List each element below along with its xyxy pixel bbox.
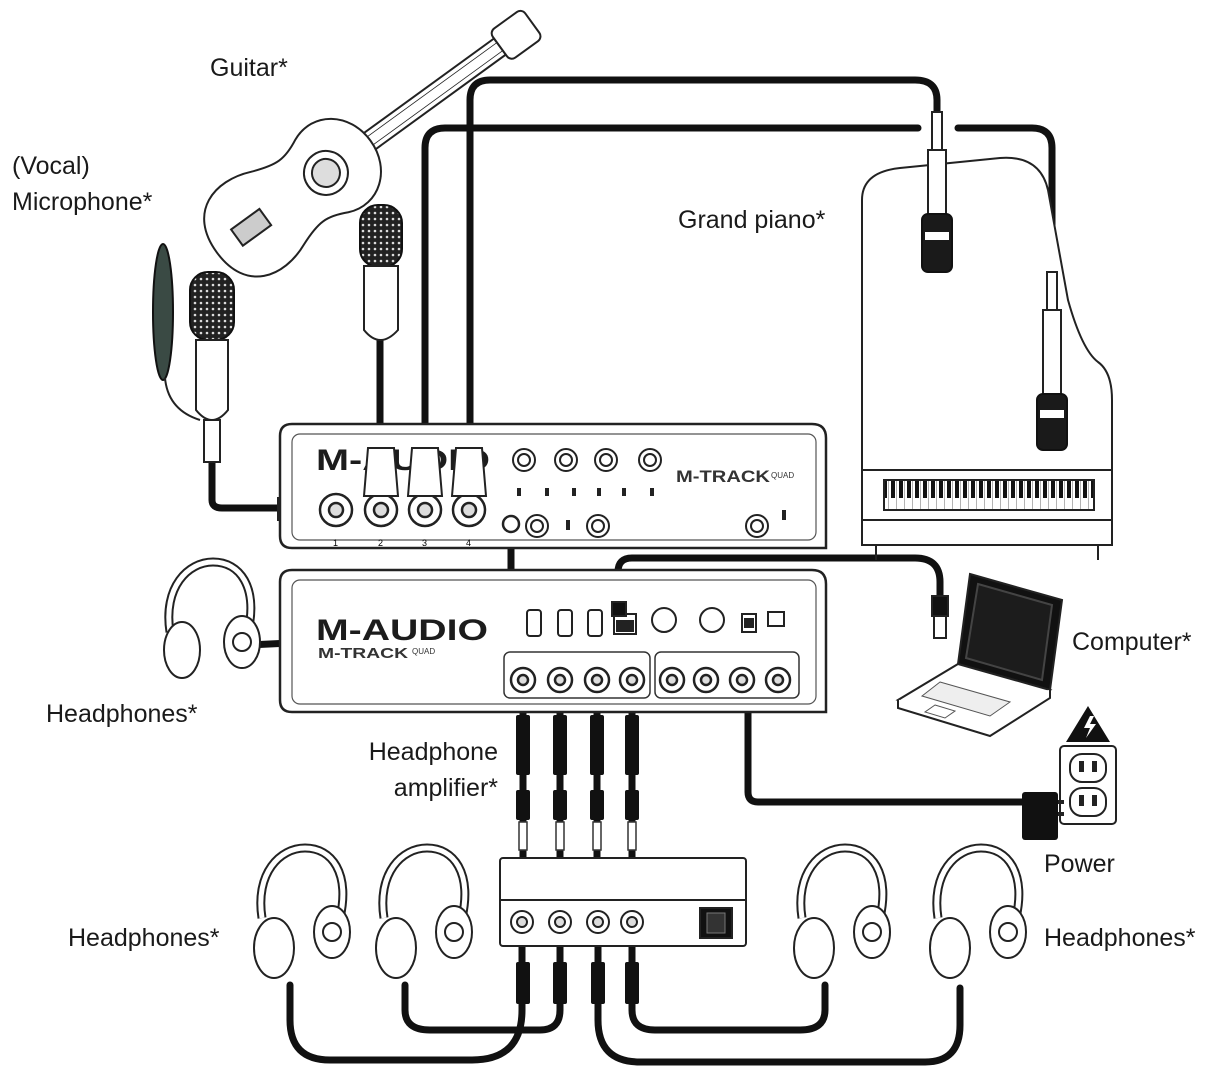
piano-mic-cable-a — [421, 124, 922, 452]
cable-plugs — [516, 715, 639, 1004]
top-unit-model: M-TRACK — [676, 467, 771, 486]
headphone-amp-label-line1: Headphone — [368, 738, 498, 766]
power-label: Power — [1044, 850, 1115, 878]
vocal-mic-cable — [208, 458, 304, 512]
power-outlet-icon — [1059, 745, 1117, 825]
computer-label: Computer* — [1072, 628, 1192, 656]
input-number-1: 1 — [333, 538, 338, 548]
amp-hp-cable-2 — [401, 936, 564, 1034]
headphones-icon — [253, 843, 351, 979]
headphone-amp-label-line2: amplifier* — [393, 774, 498, 802]
headphones-label-bottom-left: Headphones* — [68, 924, 220, 952]
usb-cable — [614, 554, 944, 616]
grand-piano-icon — [861, 156, 1113, 560]
headphones-icon — [929, 843, 1027, 979]
microphone-icon — [1036, 271, 1068, 451]
headphones-icon — [793, 843, 891, 979]
usb-plug — [611, 601, 627, 617]
headphone-amplifier-icon — [499, 857, 747, 947]
power-cable — [744, 621, 1034, 806]
headphones-label-top-left: Headphones* — [46, 700, 198, 728]
piano-mic-cable-a2 — [954, 124, 1056, 276]
microphone-icon — [921, 111, 953, 273]
microphone-icon — [359, 204, 403, 341]
vocal-mic-label-line1: (Vocal) — [12, 152, 90, 180]
guitar-label: Guitar* — [210, 54, 288, 82]
warning-icon — [1066, 706, 1110, 742]
top-unit-model-suffix: QUAD — [771, 471, 794, 480]
bottom-unit-brand: M-AUDIO — [316, 614, 488, 647]
piano-mic-cable-b — [466, 76, 941, 452]
input-number-3: 3 — [422, 538, 427, 548]
audio-interface-icon: M-AUDIO M-TRACK QUAD — [278, 568, 828, 714]
jack-tips — [518, 821, 637, 851]
headphones-icon — [375, 843, 473, 979]
pop-filter-icon — [152, 243, 201, 421]
bottom-unit-model-suffix: QUAD — [412, 647, 435, 656]
power-adapter — [1022, 792, 1064, 840]
input-number-2: 2 — [378, 538, 383, 548]
guitar-icon — [203, 9, 542, 278]
vocal-mic-label-line2: Microphone* — [12, 188, 153, 216]
headphones-icon — [163, 557, 261, 679]
input-number-4: 4 — [466, 538, 471, 548]
laptop-icon — [895, 572, 1064, 738]
microphone-icon — [189, 271, 235, 463]
bottom-unit-model: M-TRACK — [318, 645, 408, 662]
amp-hp-cable-3 — [594, 936, 964, 1066]
xlr-plugs — [362, 447, 488, 497]
audio-interface-icon: M-AUDIO M-TRACK QUAD 1 2 3 — [278, 422, 828, 550]
grand-piano-label: Grand piano* — [678, 206, 826, 234]
usb-plug — [931, 595, 949, 639]
amp-hp-cable-4 — [628, 936, 829, 1034]
headphones-label-bottom-right: Headphones* — [1044, 924, 1196, 952]
